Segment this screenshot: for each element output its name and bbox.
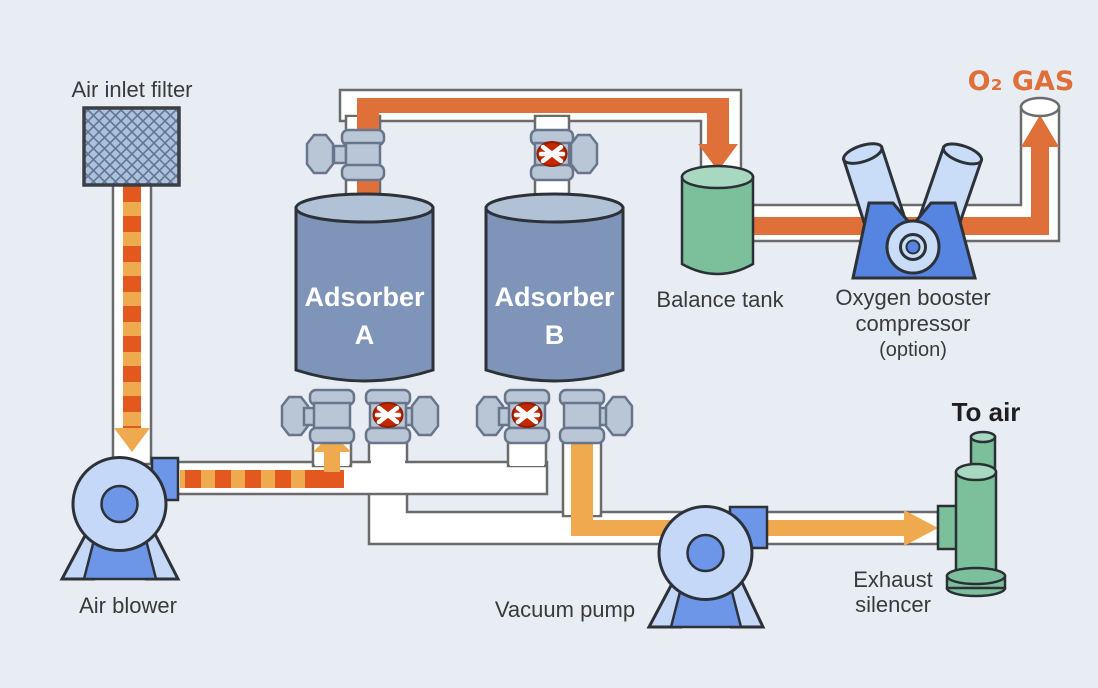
valve-actuator-icon [569, 133, 599, 175]
to-air-label: To air [952, 397, 1021, 427]
adsorber-b-tank: Adsorber B [484, 192, 625, 383]
exhaust-silencer-label-line1: Exhaust [853, 567, 933, 592]
o2-flow-top-run [357, 98, 729, 113]
oxygen-booster-label-line3: (option) [879, 339, 947, 361]
valve-adsorber-a-feed-open [280, 388, 356, 445]
valve-actuator-icon [410, 395, 440, 437]
adsorber-b-label: Adsorber [494, 282, 615, 312]
valve-adsorber-b-top-closed [529, 128, 599, 182]
valve-actuator-icon [604, 395, 634, 437]
o2-outlet-stack-opening [1019, 96, 1061, 118]
oxygen-booster-label-line1: Oxygen booster [835, 285, 990, 310]
air-inlet-filter [82, 106, 181, 466]
balance-tank-label: Balance tank [656, 287, 784, 312]
vacuum-pump-label: Vacuum pump [495, 597, 635, 622]
silencer-body-icon [954, 470, 998, 580]
exhaust-flow-from-adsorber-b [571, 440, 593, 524]
air-flow-dashed-vertical [123, 186, 141, 428]
exhaust-flow-arrow-into-silencer [904, 510, 938, 546]
oxygen-booster-compressor [841, 142, 984, 280]
air-flow-arrow-into-blower [114, 428, 150, 452]
air-blower [59, 456, 181, 581]
balance-tank [680, 164, 755, 276]
filter-box-icon [82, 106, 181, 187]
valve-adsorber-a-vacuum-closed [364, 388, 440, 445]
adsorber-a-label: Adsorber [304, 282, 425, 312]
valve-actuator-icon [305, 133, 335, 175]
exhaust-silencer-label-line2: silencer [855, 592, 931, 617]
valve-adsorber-a-top-open [305, 128, 386, 182]
vacuum-pump [646, 505, 769, 629]
o2-gas-label: O₂ GAS [968, 66, 1075, 97]
air-inlet-filter-label: Air inlet filter [71, 77, 192, 102]
adsorber-a-unit-label: A [355, 320, 375, 350]
bottom-piping [174, 433, 940, 546]
o2-flow-arrow-into-balance-tank [698, 144, 738, 171]
valve-adsorber-b-feed-closed [475, 388, 551, 445]
adsorber-b-unit-label: B [545, 320, 565, 350]
valve-adsorber-b-vacuum-open [558, 388, 634, 445]
air-blower-label: Air blower [79, 593, 177, 618]
oxygen-booster-label-line2: compressor [856, 311, 971, 336]
o2-flow-arrow-out [1021, 115, 1059, 147]
adsorber-a-tank: Adsorber A [294, 192, 435, 383]
exhaust-silencer [936, 430, 1007, 598]
air-flow-dashed-horizontal [180, 470, 320, 488]
